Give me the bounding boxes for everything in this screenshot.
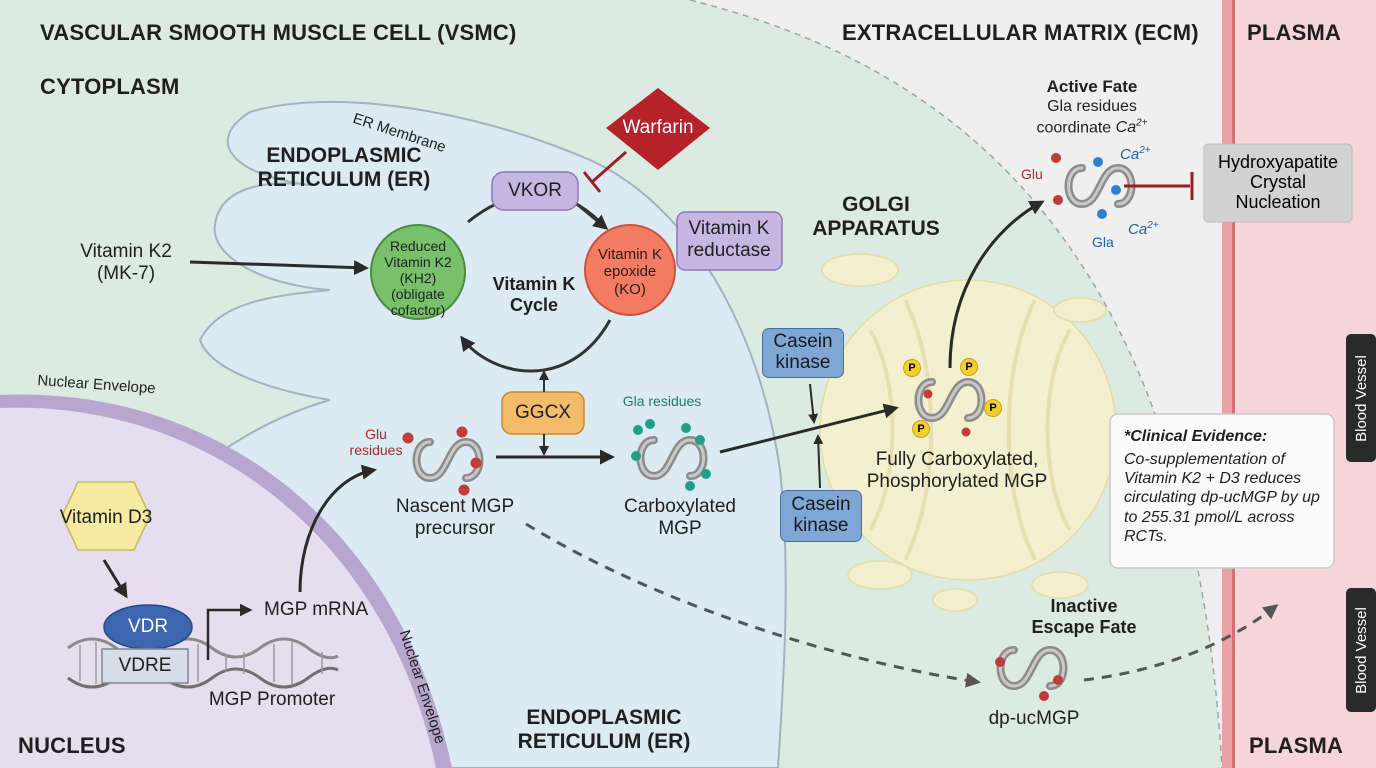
vdr-label: VDR [127, 616, 169, 637]
glu-label-ecm: Glu [1021, 166, 1043, 182]
vitamin-d3-label: Vitamin D3 [59, 507, 153, 528]
arrow-ko-to-kh2 [460, 319, 612, 373]
vitamin-k-reductase-box [676, 211, 783, 271]
active-fate-desc-2: coordinate Ca2+ [1036, 118, 1148, 137]
phosphorylated-mgp-protein [914, 377, 986, 437]
cytoplasm-label: CYTOPLASM [40, 74, 180, 99]
er-title-bottom: ENDOPLASMIC RETICULUM (ER) [517, 706, 691, 754]
epoxide-label: Vitamin K epoxide (KO) [598, 246, 662, 298]
blood-vessel-tag-2: Blood Vessel [1346, 588, 1376, 712]
glu-residues-label: Glu residues [349, 426, 403, 459]
vitamin-k-cycle-label: Vitamin K Cycle [492, 274, 576, 315]
inactive-fate-title: Inactive Escape Fate [1031, 596, 1137, 637]
nascent-mgp-protein [402, 426, 484, 496]
arrow-kh2-to-ko [571, 198, 609, 230]
clinical-evidence-title: *Clinical Evidence: [1124, 428, 1268, 445]
vitamin-k-reductase-label: Vitamin K reductase [687, 218, 771, 261]
arrow-to-plasma [1083, 604, 1279, 682]
vdre-box [101, 648, 189, 684]
gla-label-ecm: Gla [1092, 234, 1114, 250]
gla-residues-label: Gla residues [622, 393, 702, 409]
ggcx-label: GGCX [515, 402, 571, 423]
casein-kinase-bottom: Casein kinase [780, 490, 862, 542]
golgi-cisternae [868, 299, 1072, 561]
vitamin-k-epoxide-node [584, 224, 676, 316]
clinical-evidence-box [1109, 413, 1335, 569]
nascent-mgp-label: Nascent MGP precursor [395, 496, 515, 539]
arrow-kinase-top [808, 383, 819, 424]
warfarin-inhibition-line [591, 150, 627, 184]
clinical-evidence-body: Co-supplementation of Vitamin K2 + D3 re… [1124, 451, 1320, 545]
warfarin-diamond [606, 88, 710, 170]
mgp-promoter-label: MGP Promoter [208, 689, 336, 710]
phosphate-marker-4: P [912, 420, 930, 438]
arrow-transcription-start [206, 603, 253, 660]
phosphate-marker-3: P [984, 399, 1002, 417]
arrow-to-phosphorylation [719, 403, 899, 454]
vdre-label: VDRE [118, 655, 172, 676]
warfarin-label: Warfarin [622, 117, 694, 138]
vitamin-k2-label: Vitamin K2 (MK-7) [80, 241, 172, 284]
reduced-k2-label: Reduced Vitamin K2 (KH2) (obligate cofac… [384, 238, 452, 319]
arrow-d3-to-vdr [102, 559, 128, 599]
arrow-to-active-fate [948, 200, 1045, 369]
blood-vessel-tag-1: Blood Vessel [1346, 334, 1376, 462]
warfarin-inhibition-bar [582, 171, 602, 193]
vsmc-title: VASCULAR SMOOTH MUSCLE CELL (VSMC) [40, 20, 517, 45]
vessel-wall-left [1222, 0, 1232, 768]
arrow-mrna-to-precursor [298, 464, 377, 593]
carboxylated-mgp-protein [631, 419, 711, 491]
reduced-vitamin-k2-node [370, 224, 466, 320]
casein-kinase-top: Casein kinase [762, 328, 844, 378]
hydroxyapatite-box [1203, 143, 1353, 223]
phosphate-marker-2: P [960, 358, 978, 376]
calcium-label-1: Ca2+ [1120, 145, 1151, 163]
golgi-label: GOLGI APPARATUS [812, 193, 940, 241]
vessel-wall-line [1232, 0, 1235, 768]
calcium-label-2: Ca2+ [1128, 220, 1159, 238]
active-fate-title: Active Fate [1046, 77, 1138, 96]
plasma-label-top: PLASMA [1247, 20, 1342, 45]
phosphate-marker-1: P [903, 359, 921, 377]
vkor-label: VKOR [508, 180, 562, 201]
dp-ucmgp-protein [995, 645, 1068, 701]
carboxylated-mgp-label: Carboxylated MGP [624, 496, 736, 539]
dp-ucmgp-label: dp-ucMGP [988, 708, 1080, 729]
arrow-kinase-bottom [813, 434, 824, 489]
vitamin-d3-hexagon [61, 481, 151, 551]
nucleus-label: NUCLEUS [18, 733, 126, 758]
active-fate-desc-1: Gla residues [1047, 98, 1137, 115]
ecm-label: EXTRACELLULAR MATRIX (ECM) [842, 20, 1199, 45]
hydroxyapatite-label: Hydroxyapatite Crystal Nucleation [1217, 152, 1339, 212]
plasma-label-bottom: PLASMA [1249, 733, 1344, 758]
mgp-mrna-label: MGP mRNA [264, 599, 369, 620]
fully-modified-mgp-label: Fully Carboxylated, Phosphorylated MGP [866, 449, 1048, 492]
arrow-to-inactive-fate [525, 522, 981, 688]
vkor-box [491, 171, 579, 211]
er-title-top: ENDOPLASMIC RETICULUM (ER) [257, 144, 431, 192]
arrow-k2-input [189, 260, 369, 276]
